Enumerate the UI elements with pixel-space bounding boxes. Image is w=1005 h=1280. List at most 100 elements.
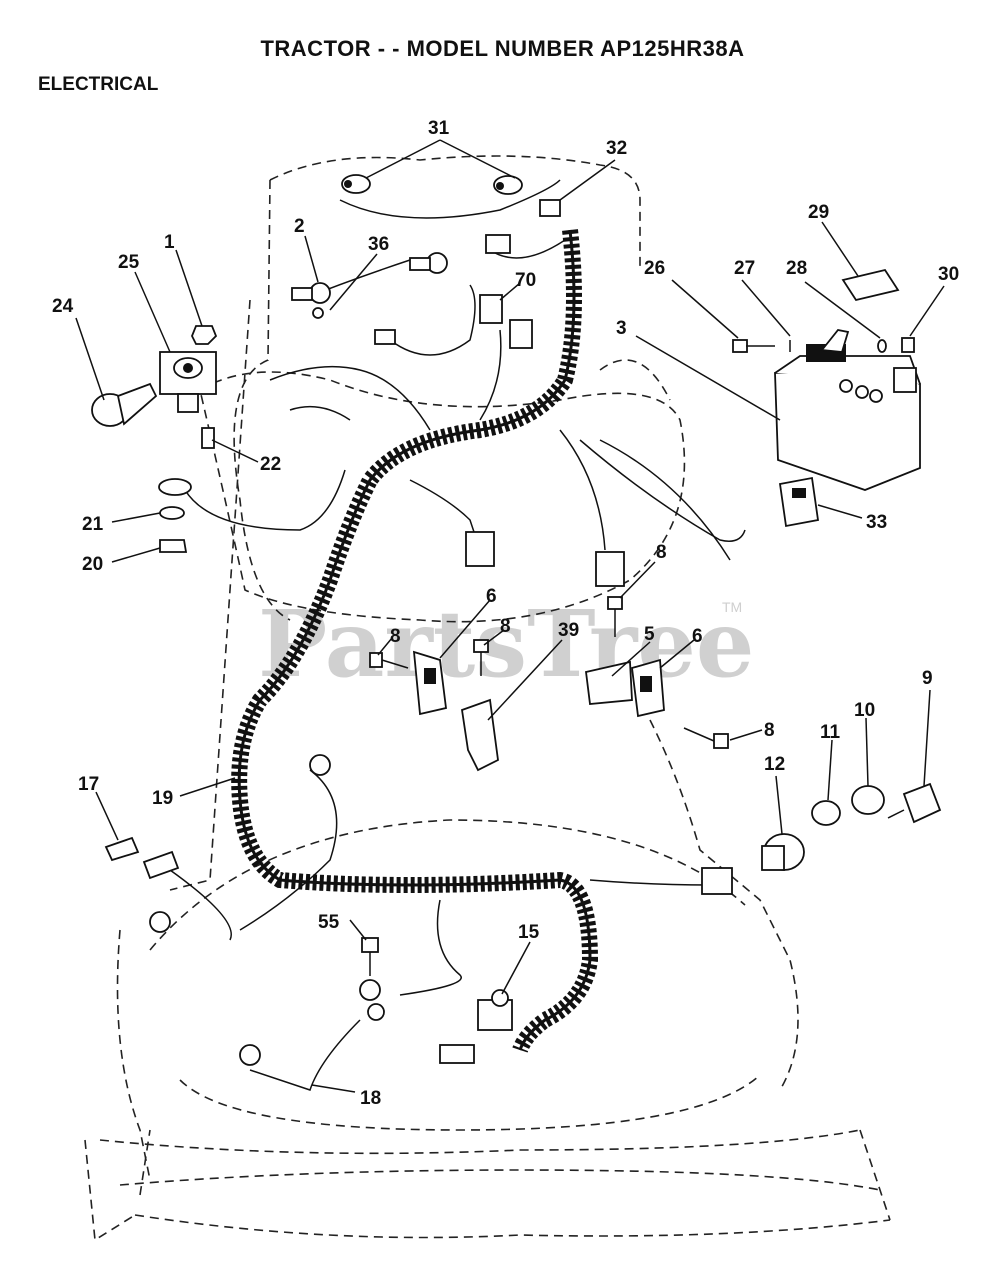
- plug-wire-70b: [479, 329, 502, 421]
- base-right-corner: [859, 1129, 891, 1221]
- part-switch-33: [778, 476, 820, 528]
- fender-outline: [199, 371, 686, 623]
- callout-32: 32: [606, 138, 627, 159]
- body-left-outline: [116, 929, 151, 1181]
- callout-12: 12: [764, 754, 785, 775]
- plug-wire-70: [389, 284, 476, 356]
- part-bolt-22: [201, 427, 215, 449]
- harness-coil-core: [237, 229, 592, 1051]
- ground-wire-18: [249, 1019, 361, 1091]
- callout-18: 18: [360, 1088, 381, 1109]
- callout-15: 15: [518, 922, 540, 943]
- callout-17: 17: [78, 774, 99, 795]
- fender-right-outline: [599, 359, 671, 401]
- part-bolt-55: [361, 937, 379, 976]
- callout-33: 33: [866, 512, 887, 533]
- part-boot-24: [91, 382, 158, 427]
- leader-lines: [75, 139, 945, 1093]
- part-fuse-17: [104, 836, 180, 880]
- part-switch-6-left: [412, 650, 447, 716]
- callout-6-left: 6: [486, 586, 497, 607]
- frame-right-outline: [649, 719, 799, 1091]
- callout-10: 10: [854, 700, 875, 721]
- callout-11: 11: [820, 722, 841, 743]
- part-plug-70b: [509, 319, 533, 349]
- part-headlights-31: [341, 174, 523, 195]
- frame-left-outline: [169, 299, 251, 891]
- pto-wire: [589, 879, 711, 886]
- fuse-wire: [169, 869, 232, 941]
- callout-8-mid: 8: [500, 616, 511, 637]
- part-plug-70: [479, 294, 503, 324]
- watermark-trademark: TM: [722, 599, 742, 615]
- callout-8-right: 8: [764, 720, 775, 741]
- base-left-corner: [84, 1139, 136, 1242]
- part-bezel-10: [851, 785, 885, 815]
- part-switch-6-right: [631, 658, 665, 718]
- battery-wire: [579, 439, 746, 542]
- callout-6-right: 6: [692, 626, 703, 647]
- part-nut-20: [159, 539, 188, 553]
- callout-31: 31: [428, 118, 450, 139]
- base-post-left: [139, 1129, 151, 1196]
- part-ground-terminals: [149, 754, 385, 1066]
- part-pto-connector: [701, 867, 733, 895]
- part-ignition-12: [761, 833, 805, 871]
- part-washers: [158, 478, 192, 553]
- part-plug-small: [374, 329, 396, 345]
- callout-36: 36: [368, 234, 389, 255]
- part-battery-hardware: [732, 329, 915, 353]
- part-strap: [820, 329, 850, 353]
- callout-29: 29: [808, 202, 829, 223]
- part-fuse-holder: [142, 850, 180, 880]
- part-battery-3: [774, 344, 921, 491]
- base-outline-2: [119, 1169, 881, 1191]
- part-bolt-26: [732, 339, 748, 353]
- solenoid-wire-top: [269, 365, 431, 431]
- seat-outline: [149, 819, 746, 951]
- hood-outline: [269, 155, 641, 270]
- part-plug-hood: [485, 234, 511, 254]
- connector-wire-left: [409, 479, 476, 536]
- callout-28: 28: [786, 258, 807, 279]
- callout-25: 25: [118, 252, 140, 273]
- part-key-9: [887, 782, 942, 824]
- battery-wire-2: [599, 439, 731, 561]
- callout-20: 20: [82, 554, 103, 575]
- callout-55: 55: [318, 912, 340, 933]
- headlight-left: [341, 174, 371, 194]
- part-washer-21: [159, 506, 185, 520]
- part-plug-15: [439, 1044, 475, 1064]
- callout-1: 1: [164, 232, 175, 253]
- part-terminals-2-36: [291, 252, 448, 319]
- page-title: TRACTOR - - MODEL NUMBER AP125HR38A: [260, 36, 745, 61]
- seat-wire: [239, 769, 338, 931]
- part-nut-1: [191, 325, 218, 345]
- watermark-text: PartsTree: [258, 590, 754, 698]
- deck-outline: [179, 1074, 761, 1131]
- part-plug-32: [539, 199, 561, 217]
- section-title: ELECTRICAL: [38, 74, 159, 95]
- base-outline-1: [99, 1129, 861, 1155]
- part-bolts-8: [369, 596, 729, 749]
- loose-wires: [169, 179, 746, 1091]
- part-cover-29: [841, 268, 900, 302]
- hood-left-outline: [233, 179, 291, 621]
- connector-wire-right: [559, 429, 606, 551]
- callout-70: 70: [515, 270, 536, 291]
- callout-30: 30: [938, 264, 959, 285]
- callout-labels: 31 32 2 36 70 1 25 24 22 21 20 29 26 27 …: [52, 118, 959, 1109]
- wiring-harness-coil: [231, 229, 599, 1053]
- callout-21: 21: [82, 514, 104, 535]
- solenoid-wire-mid: [289, 405, 351, 421]
- part-bracket-39: [461, 698, 499, 772]
- callout-2: 2: [294, 216, 305, 237]
- callout-22: 22: [260, 454, 281, 475]
- base-outline-3: [134, 1214, 891, 1239]
- callout-9: 9: [922, 668, 933, 689]
- part-terminal-ring: [158, 478, 192, 496]
- solenoid-ground-wire: [184, 469, 346, 531]
- callout-26: 26: [644, 258, 665, 279]
- headlight-wire: [339, 179, 561, 219]
